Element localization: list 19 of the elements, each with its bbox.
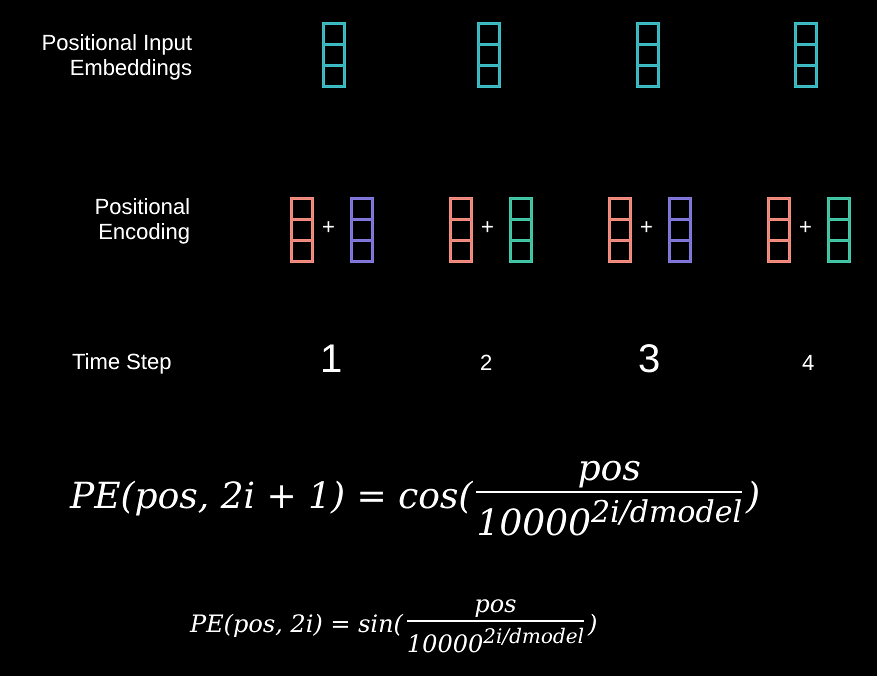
plus-sign: + <box>799 214 812 240</box>
numerator: pos <box>578 448 641 489</box>
plus-sign: + <box>481 214 494 240</box>
time-step-number: 2 <box>480 350 492 376</box>
formula-text: ) <box>746 476 760 516</box>
formula-text: ) <box>588 610 598 638</box>
formula-text: PE(pos, 2i + 1) = cos( <box>70 476 472 516</box>
time-step-number: 4 <box>802 350 814 376</box>
row-label: Positional Encoding <box>94 194 190 245</box>
formula-text: PE(pos, 2i) = sin( <box>190 610 403 638</box>
numerator: pos <box>474 590 516 618</box>
row-label: Time Step <box>72 349 172 374</box>
plus-sign: + <box>322 214 335 240</box>
time-step-number: 1 <box>320 336 342 382</box>
plus-sign: + <box>640 214 653 240</box>
denominator: 10000$^{2i/dmodel}$ <box>476 495 742 544</box>
denominator: 10000$^{2i/dmodel}$ <box>406 624 584 658</box>
time-step-number: 3 <box>638 336 660 382</box>
row-label: Positional Input Embeddings <box>40 30 192 81</box>
